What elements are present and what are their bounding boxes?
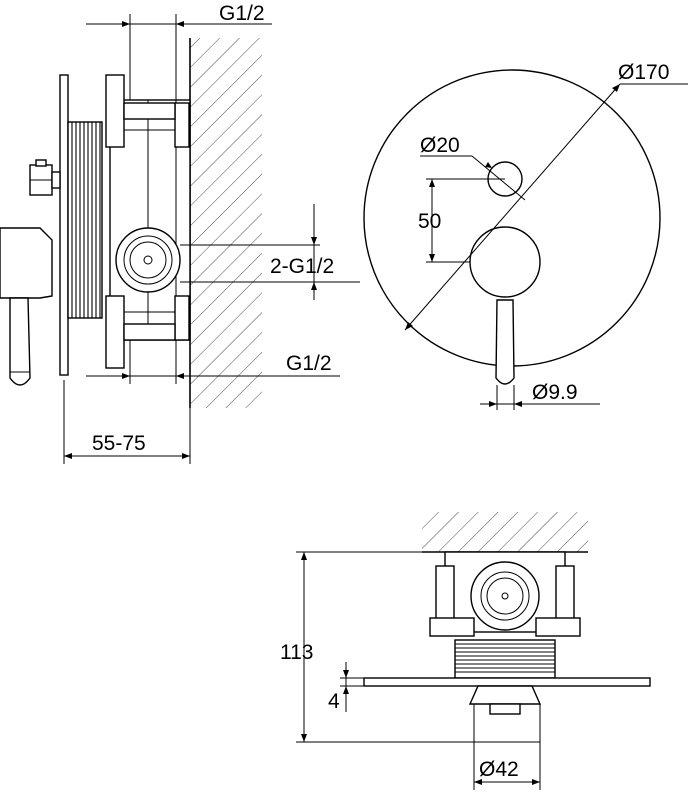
label-height-total: 113 — [280, 641, 313, 664]
mixer-lever-handle — [9, 297, 31, 386]
label-plate-thickness: 4 — [328, 690, 340, 713]
dim-knob-diameter — [420, 155, 526, 201]
dim-two-g — [180, 204, 360, 300]
label-body-diameter: Ø42 — [479, 758, 519, 781]
top-nut-right — [174, 102, 190, 148]
plan-left-lower-nut — [429, 617, 475, 637]
dim-depth — [63, 380, 191, 464]
plan-cover-plate — [363, 677, 651, 687]
bottom-outlet-pipe — [123, 323, 176, 341]
top-nut-left — [105, 74, 125, 148]
bottom-nut-left — [105, 295, 125, 369]
label-knob-diameter: Ø20 — [420, 134, 460, 157]
dim-g-top — [86, 14, 272, 100]
bottom-nut-right — [174, 295, 190, 341]
dim-g-bottom — [86, 340, 340, 384]
label-plate-diameter: Ø170 — [618, 61, 669, 84]
threaded-sleeve — [67, 121, 103, 319]
sleeve-threads — [71, 122, 101, 318]
plan-view: 113 4 Ø42 — [280, 512, 651, 790]
label-depth: 55-75 — [92, 432, 146, 455]
dim-body-diameter — [473, 704, 541, 790]
label-two-g: 2-G1/2 — [270, 255, 334, 278]
center-port — [115, 227, 181, 293]
top-outlet-pipe — [123, 102, 176, 120]
front-view: Ø170 Ø20 50 Ø9.9 — [363, 61, 688, 410]
label-g-top: G1/2 — [219, 2, 265, 25]
label-g-bottom: G1/2 — [286, 352, 332, 375]
side-view: G1/2 G1/2 2-G1/2 55-75 — [0, 2, 360, 464]
plan-lever-stub — [468, 685, 542, 705]
dim-plate-diameter — [404, 83, 688, 331]
wall-hatch-bottom — [422, 512, 588, 552]
dim-height-total — [296, 551, 540, 743]
dim-lever-diameter — [480, 385, 600, 410]
plan-sleeve-threads — [455, 643, 555, 673]
plan-lever-tip — [489, 703, 521, 715]
label-spacing: 50 — [418, 210, 441, 233]
lever-handle-front — [495, 299, 515, 385]
plan-right-lower-nut — [535, 617, 581, 637]
dim-plate-thickness — [340, 662, 364, 712]
mixer-lever-head — [0, 227, 53, 299]
lever-base-front — [469, 226, 541, 298]
plan-center-port — [470, 561, 540, 631]
wall-hatch — [190, 38, 262, 408]
dim-spacing — [426, 178, 505, 263]
cover-plate — [59, 74, 69, 376]
label-lever-diameter: Ø9.9 — [532, 381, 578, 404]
